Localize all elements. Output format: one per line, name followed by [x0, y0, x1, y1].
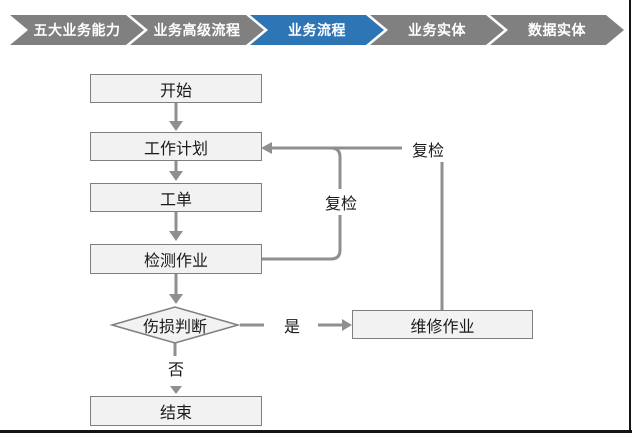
page-right-border — [629, 0, 631, 433]
arrowhead-into-repair — [342, 319, 352, 331]
arrowhead-into-plan-top — [169, 121, 183, 131]
arrowhead-into-order — [169, 171, 183, 181]
node-work-order: 工单 — [90, 183, 262, 212]
breadcrumb-item-data-entity[interactable]: 数据实体 — [490, 15, 624, 45]
edge-label-recheck-outer: 复检 — [402, 136, 454, 162]
arrowhead-into-inspect — [169, 231, 183, 241]
connector-recheck-outer-loop — [400, 146, 444, 310]
breadcrumb-item-business-process[interactable]: 业务流程 — [250, 15, 384, 45]
arrowhead-into-end — [170, 386, 182, 394]
node-repair-job: 维修作业 — [352, 310, 533, 339]
breadcrumb-item-business-entity[interactable]: 业务实体 — [370, 15, 504, 45]
breadcrumb-item-high-level-process[interactable]: 业务高级流程 — [130, 15, 264, 45]
node-inspection-job: 检测作业 — [90, 244, 262, 274]
node-work-plan: 工作计划 — [90, 132, 262, 161]
arrowhead-into-decision — [169, 294, 183, 304]
node-start: 开始 — [90, 74, 262, 103]
decision-diamond-shape — [109, 306, 241, 344]
edge-label-yes: 是 — [283, 319, 300, 336]
arrowhead-into-plan-right — [261, 142, 272, 154]
breadcrumb: 五大业务能力 业务高级流程 业务流程 业务实体 数据实体 — [10, 15, 624, 45]
breadcrumb-item-five-capabilities[interactable]: 五大业务能力 — [10, 15, 144, 45]
node-end: 结束 — [90, 396, 262, 426]
node-damage-decision-label: 伤损判断 — [142, 319, 207, 336]
edge-label-recheck-inner: 复检 — [318, 189, 364, 215]
page-bottom-border — [0, 430, 632, 433]
edge-label-no: 否 — [167, 362, 184, 379]
